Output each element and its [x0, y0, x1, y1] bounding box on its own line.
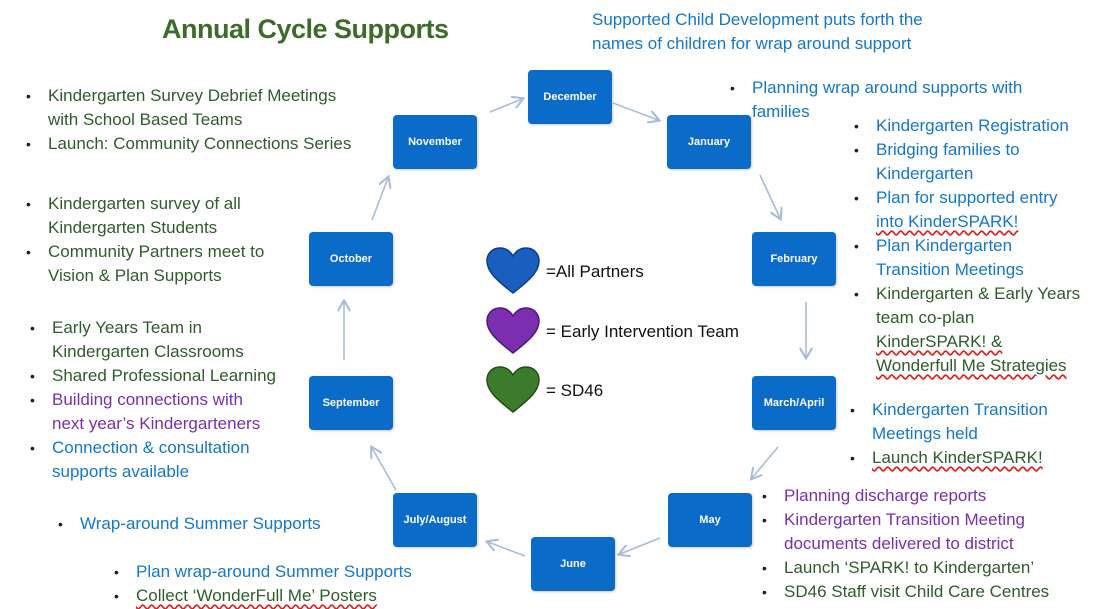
list-item: Planning wrap around supports withfamili… [728, 76, 1022, 124]
top-note-line1: Supported Child Development puts forth t… [592, 10, 923, 29]
list-item: Launch ‘SPARK! to Kindergarten’ [760, 556, 1100, 580]
list-item: Launch: Community Connections Series [24, 132, 351, 156]
july-august-bullets: Wrap-around Summer Supports [56, 512, 321, 536]
heart-green-icon [486, 366, 540, 413]
list-item: Plan wrap-around Summer Supports [112, 560, 412, 584]
arrow-nov-dec [489, 99, 522, 113]
list-item: Kindergarten Transition Meetingdocuments… [760, 508, 1100, 556]
month-december: December [528, 70, 612, 124]
list-item: SD46 Staff visit Child Care Centres [760, 580, 1100, 604]
month-june: June [531, 537, 615, 591]
heart-purple-icon [486, 307, 540, 354]
december-bullets: Planning wrap around supports withfamili… [728, 76, 1022, 124]
arrow-oct-nov [371, 178, 388, 221]
legend-sd46: = SD46 [546, 381, 604, 400]
list-item: Launch KinderSPARK! [848, 446, 1098, 470]
january-bullets: Kindergarten Registration Bridging famil… [852, 114, 1102, 378]
list-item: Planning discharge reports [760, 484, 1100, 508]
arrow-jun-jul [488, 542, 526, 557]
legend-all-partners: =All Partners [546, 262, 644, 281]
month-november: November [393, 115, 477, 169]
page-title: Annual Cycle Supports [162, 14, 449, 44]
list-item: Wrap-around Summer Supports [56, 512, 321, 536]
legend-early-intervention: = Early Intervention Team [546, 322, 739, 341]
arrow-dec-jan [612, 102, 658, 120]
november-bullets: Kindergarten Survey Debrief Meetingswith… [24, 84, 351, 156]
may-bullets: Planning discharge reports Kindergarten … [760, 484, 1100, 604]
june-bullets: Plan wrap-around Summer Supports Collect… [112, 560, 412, 608]
top-note-line2: names of children for wrap around suppor… [592, 34, 912, 53]
list-item: Shared Professional Learning [28, 364, 276, 388]
arrow-may-jun [620, 537, 661, 554]
month-july-august: July/August [393, 493, 477, 547]
list-item: Kindergarten Survey Debrief Meetingswith… [24, 84, 351, 132]
list-item: Kindergarten Registration [852, 114, 1102, 138]
arrow-jan-feb [759, 174, 780, 218]
list-item: Collect ‘WonderFull Me’ Posters [112, 584, 412, 608]
arrow-jul-sep [372, 448, 397, 491]
heart-blue-icon [486, 247, 540, 294]
month-october: October [309, 232, 393, 286]
month-march-april: March/April [752, 376, 836, 430]
month-january: January [667, 115, 751, 169]
top-note: Supported Child Development puts forth t… [592, 8, 923, 56]
month-may: May [668, 493, 752, 547]
month-september: September [309, 376, 393, 430]
month-february: February [752, 232, 836, 286]
arrow-mar-may [752, 446, 779, 478]
